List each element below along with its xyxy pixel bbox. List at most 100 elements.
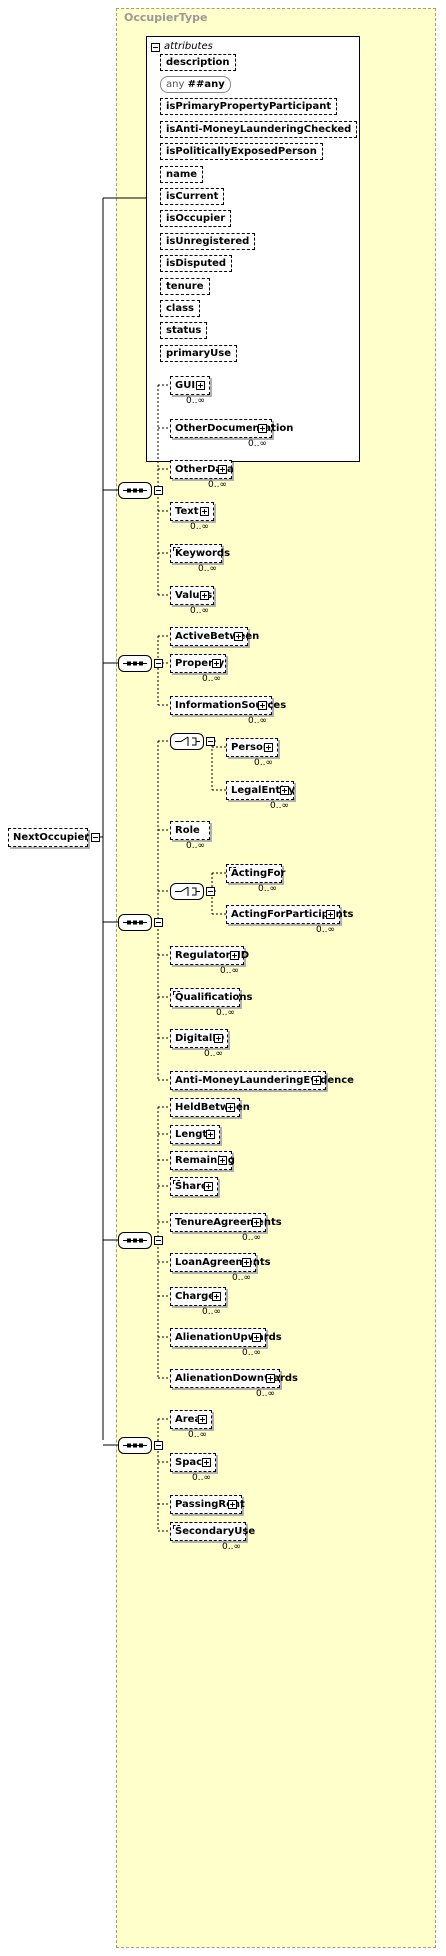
expand-icon[interactable] xyxy=(234,632,243,641)
element-digitalid[interactable]: DigitalID xyxy=(170,1029,228,1048)
cardinality-label: 0..∞ xyxy=(202,1307,221,1317)
element-alienationupwards[interactable]: AlienationUpwards xyxy=(170,1328,282,1347)
element-legalentity[interactable]: LegalEntity xyxy=(226,781,295,800)
attribute-isunregistered[interactable]: isUnregistered xyxy=(160,233,256,250)
element-label: InformationSources xyxy=(175,700,287,711)
expand-icon[interactable] xyxy=(214,1034,223,1043)
expand-icon[interactable] xyxy=(200,507,209,516)
expand-icon[interactable] xyxy=(228,1500,237,1509)
expand-icon[interactable] xyxy=(204,1182,213,1191)
attribute-status[interactable]: status xyxy=(160,322,208,339)
element-length[interactable]: Length xyxy=(170,1125,220,1144)
expand-icon[interactable] xyxy=(312,1076,321,1085)
collapse-sequence-icon[interactable] xyxy=(154,486,163,495)
choice-node[interactable] xyxy=(170,733,204,750)
element-person[interactable]: Person xyxy=(226,738,278,757)
element-otherdata[interactable]: OtherData xyxy=(170,460,234,479)
collapse-root-icon[interactable] xyxy=(91,833,100,842)
expand-icon[interactable] xyxy=(280,786,289,795)
element-guid[interactable]: GUID xyxy=(170,376,210,395)
sequence-1[interactable] xyxy=(118,482,152,499)
attribute-isoccupier[interactable]: isOccupier xyxy=(160,210,232,227)
sequence-5[interactable] xyxy=(118,1437,152,1454)
attribute-ispoliticallyexposedperson[interactable]: isPoliticallyExposedPerson xyxy=(160,143,323,160)
expand-icon[interactable] xyxy=(258,424,267,433)
element-keywords[interactable]: Keywords xyxy=(170,544,230,563)
element-passingrent[interactable]: PassingRent xyxy=(170,1495,245,1514)
attributes-label: attributes xyxy=(164,41,213,52)
expand-icon[interactable] xyxy=(242,1258,251,1267)
attribute-name[interactable]: name xyxy=(160,166,204,183)
attribute-any[interactable]: any ##any xyxy=(160,76,231,93)
element-space[interactable]: Space xyxy=(170,1453,216,1472)
element-values[interactable]: Values xyxy=(170,586,214,605)
expand-icon[interactable] xyxy=(198,1415,207,1424)
element-charges[interactable]: Charges xyxy=(170,1287,226,1306)
element-informationsources[interactable]: InformationSources xyxy=(170,696,286,715)
expand-icon[interactable] xyxy=(206,1130,215,1139)
element-regulatoryid[interactable]: RegulatoryID xyxy=(170,946,249,965)
element-share[interactable]: Share xyxy=(170,1177,218,1196)
collapse-sequence-icon[interactable] xyxy=(154,659,163,668)
element-heldbetween[interactable]: HeldBetween xyxy=(170,1098,250,1117)
element-text[interactable]: Text xyxy=(170,502,214,521)
collapse-sequence-icon[interactable] xyxy=(154,1236,163,1245)
element-property[interactable]: Property xyxy=(170,654,226,673)
expand-icon[interactable] xyxy=(218,1156,227,1165)
element-label: TenureAgreements xyxy=(175,1217,282,1228)
expand-icon[interactable] xyxy=(196,381,205,390)
expand-icon[interactable] xyxy=(200,591,209,600)
choice-node[interactable] xyxy=(170,883,204,900)
cardinality-label: 0..∞ xyxy=(248,716,267,726)
attribute-primaryuse[interactable]: primaryUse xyxy=(160,345,237,362)
expand-icon[interactable] xyxy=(258,701,267,710)
attribute-description[interactable]: description xyxy=(160,54,236,71)
element-actingforparticipants[interactable]: ActingForParticipants xyxy=(226,905,353,924)
collapse-attributes-icon[interactable] xyxy=(151,43,160,52)
element-activebetween[interactable]: ActiveBetween xyxy=(170,627,259,646)
attribute-isdisputed[interactable]: isDisputed xyxy=(160,255,233,272)
sequence-2[interactable] xyxy=(118,655,152,672)
expand-icon[interactable] xyxy=(266,1374,275,1383)
expand-icon[interactable] xyxy=(252,1333,261,1342)
element-secondaryuse[interactable]: SecondaryUse xyxy=(170,1522,255,1541)
collapse-sequence-icon[interactable] xyxy=(154,1441,163,1450)
element-label: ActingForParticipants xyxy=(231,909,354,920)
element-actingfor[interactable]: ActingFor xyxy=(226,864,285,883)
element-tenureagreements[interactable]: TenureAgreements xyxy=(170,1213,282,1232)
element-role[interactable]: Role xyxy=(170,821,210,840)
root-element-next-occupier[interactable]: NextOccupier xyxy=(8,828,89,847)
sequence-4[interactable] xyxy=(118,1232,152,1249)
expand-icon[interactable] xyxy=(212,659,221,668)
cardinality-label: 0..∞ xyxy=(192,1473,211,1483)
element-label: Values xyxy=(175,590,213,601)
attribute-iscurrent[interactable]: isCurrent xyxy=(160,188,225,205)
attribute-tenure[interactable]: tenure xyxy=(160,278,210,295)
element-label: Qualifications xyxy=(175,992,253,1003)
element-loanagreements[interactable]: LoanAgreements xyxy=(170,1253,271,1272)
expand-icon[interactable] xyxy=(202,1458,211,1467)
expand-icon[interactable] xyxy=(226,1103,235,1112)
collapse-choice-icon[interactable] xyxy=(206,737,215,746)
expand-icon[interactable] xyxy=(212,1292,221,1301)
collapse-sequence-icon[interactable] xyxy=(154,918,163,927)
element-remaining[interactable]: Remaining xyxy=(170,1151,235,1170)
attribute-class[interactable]: class xyxy=(160,300,201,317)
collapse-choice-icon[interactable] xyxy=(206,887,215,896)
element-otherdocumentation[interactable]: OtherDocumentation xyxy=(170,419,293,438)
attribute-isprimarypropertyparticipant[interactable]: isPrimaryPropertyParticipant xyxy=(160,98,338,115)
type-title: OccupierType xyxy=(124,11,208,24)
sequence-3[interactable] xyxy=(118,914,152,931)
element-anti-moneylaunderingevidence[interactable]: Anti-MoneyLaunderingEvidence xyxy=(170,1071,354,1090)
expand-icon[interactable] xyxy=(230,951,239,960)
element-label: LegalEntity xyxy=(231,785,295,796)
element-area[interactable]: Area xyxy=(170,1410,212,1429)
element-alienationdownwards[interactable]: AlienationDownwards xyxy=(170,1369,298,1388)
expand-icon[interactable] xyxy=(326,910,335,919)
expand-icon[interactable] xyxy=(264,743,273,752)
element-qualifications[interactable]: Qualifications xyxy=(170,988,252,1007)
cardinality-label: 0..∞ xyxy=(254,758,273,768)
attribute-isanti-moneylaunderingchecked[interactable]: isAnti-MoneyLaunderingChecked xyxy=(160,121,358,138)
expand-icon[interactable] xyxy=(252,1218,261,1227)
expand-icon[interactable] xyxy=(218,465,227,474)
